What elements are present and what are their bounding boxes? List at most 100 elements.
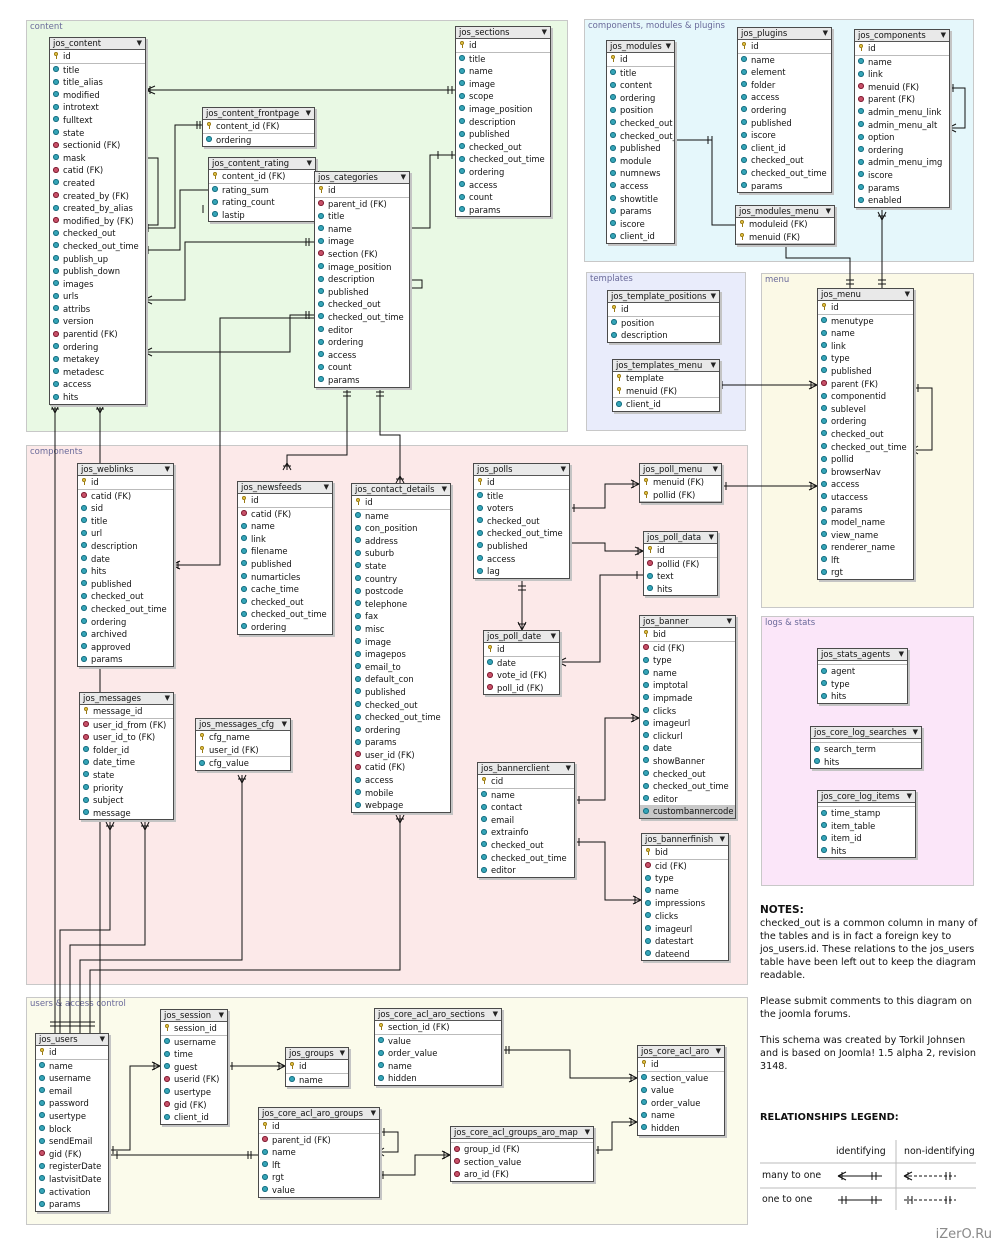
column-icon [459,130,465,137]
column-icon [641,1099,647,1106]
key-icon [739,232,745,240]
field: mobile [352,787,450,800]
field-name: id [251,495,259,505]
field: impmade [640,692,735,705]
field-name: checked_out [469,141,522,152]
field-name: cfg_name [209,732,250,742]
field-name: checked_out_time [251,609,327,620]
column-icon [481,866,487,873]
key-icon [643,478,649,485]
entity-header: jos_messages▼ [80,693,173,705]
column-icon [821,556,827,563]
primary-key-field: bid [640,628,735,642]
field: ordering [352,724,450,737]
field-name: filename [251,546,288,557]
field-name: section_id (FK) [388,1022,450,1032]
field: extrainfo [478,826,574,839]
field: editor [640,793,735,806]
column-icon [610,207,616,214]
column-icon [858,133,864,140]
foreign-key-field: user_id (FK) [352,749,450,762]
field-name: block [49,1123,72,1134]
column-icon [262,1173,268,1180]
column-icon [610,144,616,151]
column-icon [814,745,820,752]
foreign-key-field: user_id_to (FK) [80,731,173,744]
legend-col-identifying: identifying [836,1146,886,1157]
field-name: sendEmail [49,1136,93,1147]
field-name: message [93,807,131,818]
column-icon [53,154,59,161]
field: description [78,540,173,553]
foreign-key-field: parent (FK) [855,93,949,106]
column-icon [81,567,87,574]
foreign-key-field: cid (FK) [640,642,735,655]
field: published [238,558,332,571]
field-name: sectionid (FK) [63,140,121,151]
entity-name: jos_template_positions [611,291,707,301]
entity-name: jos_messages [83,693,142,703]
column-icon [645,950,651,957]
column-icon [821,317,827,324]
column-icon [83,784,89,791]
field-name: lag [487,566,500,577]
field-name: type [831,353,850,364]
foreign-key-field: parentid (FK) [50,328,145,341]
field: mask [50,152,145,165]
field-name: id [91,477,99,487]
field: clicks [640,705,735,718]
foreign-key-field: group_id (FK) [451,1143,593,1156]
field: pollid [818,453,913,466]
field: imagepos [352,648,450,661]
field-name: params [91,654,123,665]
field: access [818,478,913,491]
column-icon [39,1125,45,1132]
column-icon [81,643,87,650]
foreign-key-icon [39,1150,45,1157]
field: ordering [50,341,145,354]
region-label: content [30,22,63,32]
field-name: modified_by (FK) [63,215,134,226]
foreign-key-icon [454,1170,460,1177]
column-icon [164,1063,170,1070]
column-icon [741,144,747,151]
field: fax [352,610,450,623]
column-icon [643,694,649,701]
column-icon [741,106,747,113]
foreign-key-field: catid (FK) [50,164,145,177]
field: title [607,67,674,80]
field: publish_up [50,253,145,266]
field-name: access [63,379,92,390]
field-name: params [751,180,783,191]
primary-key-field: id [315,184,409,198]
field-name: checked_out_time [751,167,827,178]
field: link [238,533,332,546]
column-icon [212,186,218,193]
field-name: catid (FK) [63,165,104,176]
field-name: view_name [831,529,879,540]
column-icon [83,746,89,753]
entity-name: jos_categories [318,172,378,182]
key-icon [858,44,864,51]
column-icon [459,206,465,213]
entity-name: jos_content_rating [212,158,290,168]
field-name: description [328,274,375,285]
field: address [352,535,450,548]
column-icon [643,782,649,789]
foreign-key-icon [53,166,59,173]
column-icon [355,512,361,519]
entity-header: jos_polls▼ [474,464,569,476]
column-icon [81,504,87,511]
field: published [474,540,569,553]
field-name: id [487,477,495,487]
foreign-key-icon [647,560,653,567]
column-icon [643,669,649,676]
region-label: users & access control [30,999,126,1009]
entity-header: jos_messages_cfg▼ [196,719,290,731]
entity-jos-poll-menu: jos_poll_menu▼menuid (FK)pollid (FK) [639,463,722,504]
column-icon [610,132,616,139]
field-name: clickurl [653,730,683,741]
field-name: cid (FK) [653,642,685,653]
foreign-key-icon [83,733,89,740]
chevron-down-icon: ▼ [565,764,571,772]
